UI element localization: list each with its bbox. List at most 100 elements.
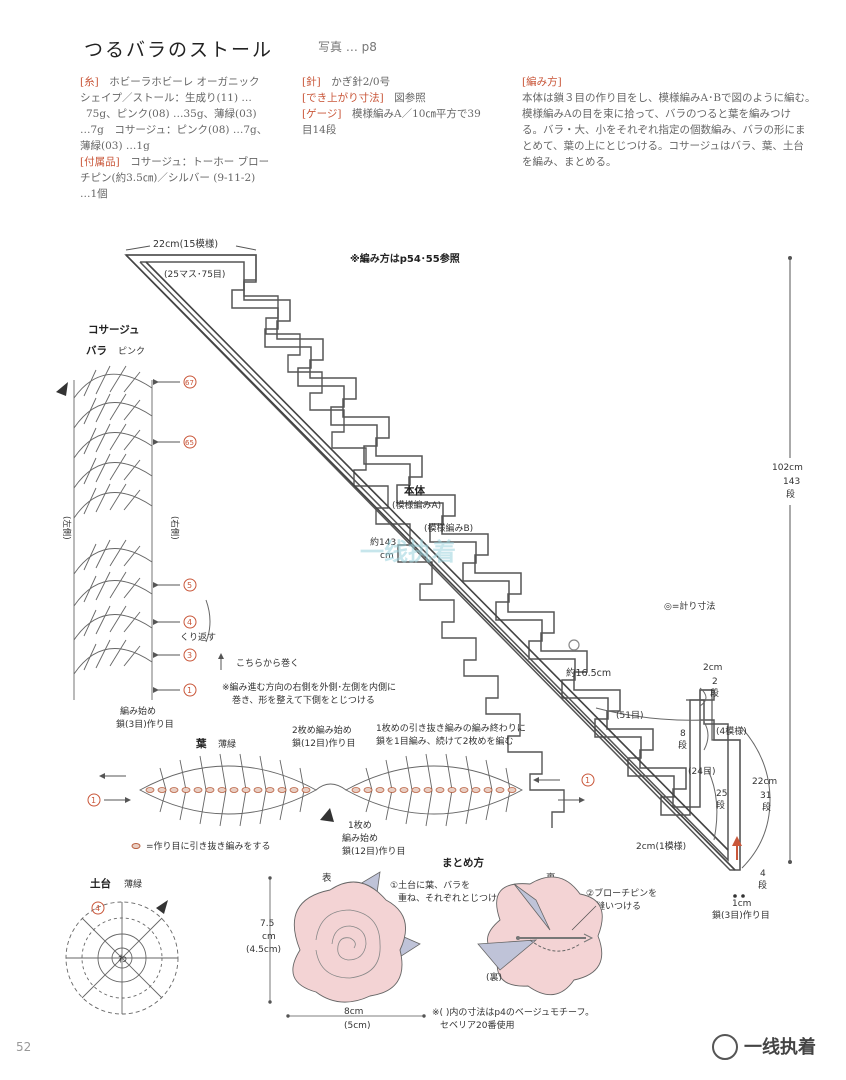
finish-width-2: (5cm) (344, 1021, 370, 1031)
measure-note: ◎=計り寸法 (664, 600, 715, 612)
roll-from-label: こちらから巻く (236, 657, 299, 669)
right-2dan-num: 2 (712, 677, 718, 687)
finish-back-rose (477, 876, 603, 995)
gauge-label: [ゲージ] (302, 108, 342, 120)
right-31-unit: 段 (762, 801, 771, 813)
row-67: 67 (185, 379, 194, 387)
rose-label: バラ (86, 345, 107, 357)
right-8-num: 8 (680, 729, 686, 739)
leaf-slip-chain (145, 787, 517, 793)
size-label: [でき上がり寸法] (302, 92, 384, 104)
rose-chart-fans (73, 365, 153, 700)
method-line-3: とめて、葉の上にとじつける。コサージュはバラ、葉、土台 (522, 140, 804, 152)
right-22cm: 22cm (752, 777, 777, 787)
finish-note-1: ※( )内の寸法はp4のベージュモチーフ。 (432, 1006, 594, 1018)
right-51: (51目) (616, 710, 643, 721)
repeat-label: くり返す (180, 631, 216, 643)
slip-stitch-legend: =作り目に引き抜き編みをする (146, 840, 271, 852)
height-line (788, 256, 792, 864)
yarn-line-0: [糸] ホビーラホビーレ オーガニック (80, 76, 260, 88)
diag-length-unit: cm (380, 551, 394, 561)
bottom-1cm: 1cm (732, 899, 751, 909)
method-label: [編み方] (522, 76, 562, 88)
chain-dot-1 (733, 894, 737, 898)
corsage-title: コサージュ (88, 324, 140, 336)
right-side-label: (右側) (169, 516, 180, 540)
finish-step2-2: 縫いつける (596, 900, 641, 912)
row-4: 4 (187, 618, 192, 627)
finish-height-1: 7.5 (260, 919, 274, 929)
method-line-0: 本体は鎖３目の作り目をし、模様編みA･Bで図のように編む。 (522, 92, 816, 104)
base-ring: わ (118, 954, 127, 965)
measure-circle (568, 639, 580, 651)
leaf-first-3: 鎖(12目)作り目 (342, 845, 405, 857)
right-4mo: (4模様) (716, 725, 747, 737)
left-side-label: (左側) (61, 516, 72, 540)
right-25-num: 25 (716, 789, 727, 799)
base-chart (65, 901, 179, 1015)
finish-height-2: cm (262, 932, 276, 942)
height-rows-unit: 段 (786, 488, 795, 500)
pin-leader (571, 905, 597, 931)
leaf-row-1-right: 1 (585, 776, 590, 785)
photo-reference: 写真 … p8 (318, 40, 377, 54)
method-line-4: を編み、まとめる。 (522, 156, 617, 168)
page-number: 52 (16, 1040, 32, 1054)
size-line: [でき上がり寸法] 図参照 (302, 92, 426, 104)
leaf-first-1: 1枚め (348, 819, 372, 831)
height-cm: 102cm (772, 463, 803, 473)
leaf-first-end-2: 鎖を1目編み、続けて2枚めを編む (376, 735, 513, 747)
wechat-icon (712, 1034, 738, 1060)
top-stitches-label: (25マス･75目) (164, 269, 225, 280)
base-label: 土台 (90, 877, 111, 890)
right-8-unit: 段 (678, 739, 687, 751)
pattern-a-label: (模様編みA) (392, 499, 441, 511)
diag-short-label: 約16.5cm (566, 667, 611, 679)
needle-line: [針] かぎ針2/0号 (302, 76, 391, 88)
row-3: 3 (187, 651, 192, 660)
rose-color: ピンク (118, 346, 145, 357)
finish-width-1: 8cm (344, 1007, 363, 1017)
page-title: つるバラのストール (84, 39, 274, 61)
base-start-triangle (156, 900, 168, 914)
yarn-line-1: シェイプ／ストール：生成り(11) … (80, 92, 252, 104)
stole-outline (126, 255, 564, 838)
finish-note-2: セベリア20番使用 (440, 1019, 514, 1031)
right-brackets (595, 687, 771, 869)
leaf-second-start-1: 2枚め編み始め (292, 724, 352, 736)
finish-front: 表 (322, 872, 332, 884)
row-65: 65 (185, 439, 194, 447)
materials-block: [糸] ホビーラホビーレ オーガニック シェイプ／ストール：生成り(11) … … (80, 74, 295, 202)
stole-shape (124, 254, 741, 871)
start-arrow (732, 836, 742, 860)
needle-label: [針] (302, 76, 321, 88)
top-width-bracket (125, 245, 257, 251)
leaf-first-end-1: 1枚めの引き抜き編みの編み終わりに (376, 722, 526, 734)
accessory-line-1: チピン(約3.5㎝)／シルバー (9-11-2) (80, 172, 256, 184)
accessory-line-0: [付属品] コサージュ：トーホー ブロー (80, 156, 270, 168)
specs-block: [針] かぎ針2/0号 [でき上がり寸法] 図参照 [ゲージ] 模様編みA／10… (302, 74, 507, 138)
rose-note-2: 巻き、形を整えて下側をとじつける (232, 694, 375, 706)
stole-ref-note: ※編み方はp54･55参照 (350, 252, 460, 265)
finish-back-small: (裏) (486, 971, 502, 983)
right-2cm-1mo: 2cm(1模様) (636, 840, 686, 852)
top-width-label: 22cm(15模様) (153, 238, 218, 250)
right-25-unit: 段 (716, 799, 725, 811)
repeat-bracket (205, 599, 211, 643)
accessory-line-2: …1個 (80, 188, 108, 200)
right-2cm: 2cm (703, 663, 722, 673)
rose-note-1: ※編み進む方向の右側を外側･左側を内側に (222, 681, 396, 693)
leaf-label: 葉 (195, 737, 207, 750)
gauge-line-0: [ゲージ] 模様編みA／10㎝平方で39 (302, 108, 481, 120)
right-31-num: 31 (760, 791, 771, 801)
leaf-second-start-2: 鎖(12目)作り目 (292, 737, 355, 749)
right-24: (24目) (688, 766, 715, 777)
slip-stitch-legend-icon (131, 843, 141, 849)
right-2dan-unit: 段 (710, 687, 719, 699)
leaf-start-triangle (320, 808, 334, 822)
finish-height-3: (4.5cm) (246, 945, 281, 955)
base-color: 薄緑 (124, 878, 142, 890)
leaf-first-2: 編み始め (342, 832, 378, 844)
right-4dan-num: 4 (760, 869, 766, 879)
leaf-color: 薄緑 (218, 738, 236, 750)
